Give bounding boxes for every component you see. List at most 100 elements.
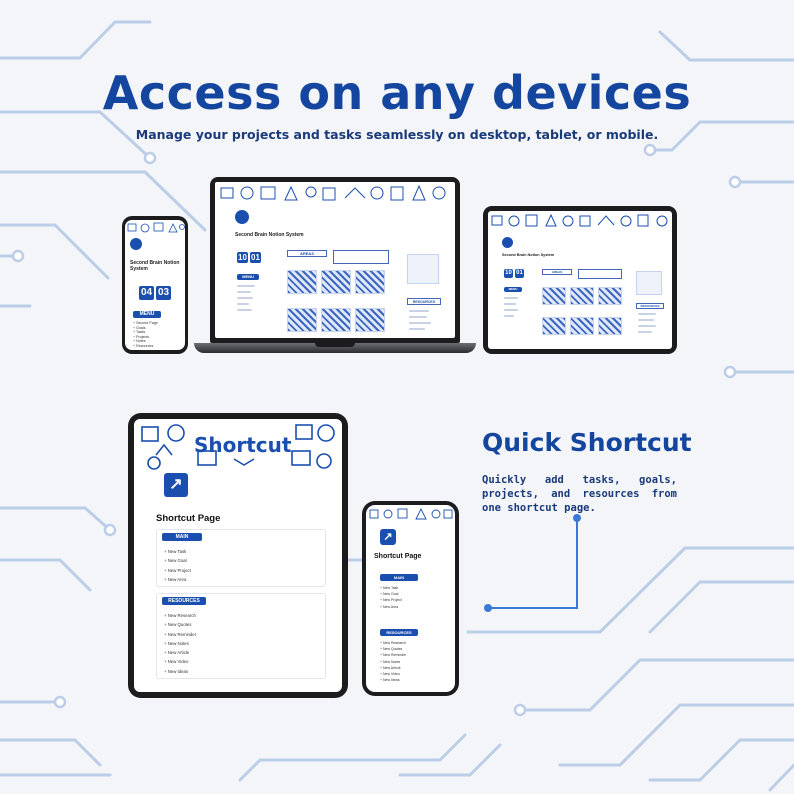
shortcut-new-article[interactable]: New Article (380, 665, 406, 671)
tablet-screen: Second Brain Notion System 10 01 MENU AR… (488, 211, 672, 349)
brain-avatar (502, 237, 513, 248)
doodle-banner (491, 213, 668, 227)
area-tile[interactable] (542, 317, 566, 335)
area-tile[interactable] (542, 287, 566, 305)
shortcut-new-research[interactable]: New Research (380, 640, 406, 646)
menu-item[interactable]: Goals (133, 326, 158, 331)
main-list: New Task New Goal New Project New Area (164, 547, 191, 584)
main-list: New Task New Goal New Project New Area (380, 585, 402, 610)
area-tile[interactable] (598, 287, 622, 305)
area-tile[interactable] (570, 287, 594, 305)
shortcut-new-area[interactable]: New Area (380, 604, 402, 610)
menu-item[interactable]: Tasks (133, 330, 158, 335)
clock-minutes: 01 (515, 269, 524, 278)
area-tile[interactable] (287, 308, 317, 332)
shortcut-new-research[interactable]: New Research (164, 611, 196, 620)
laptop-clock: 10 01 (237, 252, 261, 263)
calendar-widget (407, 254, 439, 284)
phone-device-shortcut: ↗ Shortcut Page MAIN New Task New Goal N… (362, 501, 459, 696)
shortcut-new-goal[interactable]: New Goal (164, 556, 191, 565)
menu-item[interactable]: Projects (133, 335, 158, 340)
resources-header: RESOURCES (380, 629, 418, 636)
shortcut-page-title: Shortcut Page (374, 553, 422, 560)
phone-clock: 04 03 (139, 286, 171, 300)
main-card (156, 529, 326, 587)
laptop-page-title: Second Brain Notion System (235, 232, 304, 238)
tablet-menu-button[interactable]: MENU (504, 287, 522, 292)
area-tile[interactable] (287, 270, 317, 294)
quick-shortcut-body: Quickly add tasks, goals, projects, and … (482, 474, 677, 514)
resources-list: New Research New Quotes New Reminder New… (164, 611, 196, 676)
laptop-notch (315, 343, 355, 347)
area-tile[interactable] (570, 317, 594, 335)
resources-header: RESOURCES (636, 303, 664, 309)
hero-subtitle: Manage your projects and tasks seamlessl… (135, 127, 659, 142)
laptop-menu-button[interactable]: MENU (237, 274, 259, 280)
area-tile[interactable] (321, 308, 351, 332)
tablet-device-shortcut: Shortcut ↗ Shortcut Page MAIN New Task N… (128, 413, 348, 698)
clock-hours: 10 (237, 252, 248, 263)
doodle-banner (369, 507, 453, 520)
menu-item[interactable]: Resources (133, 344, 158, 349)
shortcut-new-article[interactable]: New Article (164, 648, 196, 657)
shortcut-page-title: Shortcut Page (156, 513, 221, 524)
phone-menu-button[interactable]: MENU (133, 311, 161, 318)
resources-list: New Research New Quotes New Reminder New… (380, 640, 406, 683)
tablet-device-dashboard: Second Brain Notion System 10 01 MENU AR… (483, 206, 677, 354)
shortcut-new-notes[interactable]: New Notes (380, 659, 406, 665)
shortcut-arrow-icon: ↗ (380, 529, 396, 545)
area-tile[interactable] (598, 317, 622, 335)
area-tile[interactable] (321, 270, 351, 294)
laptop-device-dashboard: Second Brain Notion System 10 01 MENU AR… (210, 177, 460, 343)
shortcut-new-quotes[interactable]: New Quotes (164, 620, 196, 629)
doodle-banner (127, 222, 185, 233)
phone-shortcut-screen: ↗ Shortcut Page MAIN New Task New Goal N… (366, 505, 455, 692)
shortcut-new-project[interactable]: New Project (380, 597, 402, 603)
laptop-base (194, 343, 476, 353)
shortcut-arrow-icon: ↗ (164, 473, 188, 497)
laptop-screen: Second Brain Notion System 10 01 MENU AR… (215, 182, 455, 338)
resources-header: RESOURCES (407, 298, 441, 305)
doodle-banner (220, 184, 446, 201)
calendar-widget (636, 271, 662, 295)
shortcut-new-reminder[interactable]: New Reminder (164, 630, 196, 639)
areas-header: AREAS (542, 269, 572, 275)
main-header: MAIN (380, 574, 418, 581)
tablet-page-title: Second Brain Notion System (502, 253, 555, 257)
shortcut-new-quotes[interactable]: New Quotes (380, 646, 406, 652)
shortcut-new-video[interactable]: New Video (380, 671, 406, 677)
area-tile[interactable] (355, 308, 385, 332)
shortcut-new-task[interactable]: New Task (164, 547, 191, 556)
quick-shortcut-title: Quick Shortcut (482, 428, 692, 457)
tablet-clock: 10 01 (504, 269, 524, 278)
clock-minutes: 01 (250, 252, 261, 263)
shortcut-new-ideas[interactable]: New Ideas (164, 667, 196, 676)
clock-minutes: 03 (156, 286, 171, 300)
shortcut-new-video[interactable]: New Video (164, 657, 196, 666)
brain-avatar (130, 238, 142, 250)
clock-hours: 04 (139, 286, 154, 300)
menu-item[interactable]: Notes (133, 339, 158, 344)
shortcut-new-project[interactable]: New Project (164, 566, 191, 575)
shortcut-new-reminder[interactable]: New Reminder (380, 652, 406, 658)
menu-item[interactable]: Second Page (133, 321, 158, 326)
phone-menu-list: Second Page Goals Tasks Projects Notes R… (133, 321, 158, 349)
phone-page-title: Second Brain Notion System (130, 260, 180, 272)
resources-card (156, 593, 326, 679)
shortcut-new-ideas[interactable]: New Ideas (380, 677, 406, 683)
clock-hours: 10 (504, 269, 513, 278)
tablet-shortcut-screen: Shortcut ↗ Shortcut Page MAIN New Task N… (134, 419, 342, 692)
shortcut-new-task[interactable]: New Task (380, 585, 402, 591)
shortcut-new-goal[interactable]: New Goal (380, 591, 402, 597)
area-tile[interactable] (355, 270, 385, 294)
brain-avatar (235, 210, 249, 224)
shortcut-banner-word: Shortcut (194, 433, 292, 457)
info-callout (333, 250, 389, 264)
resources-header: RESOURCES (162, 597, 206, 605)
phone-device-dashboard: Second Brain Notion System 04 03 MENU Se… (122, 216, 188, 354)
shortcut-new-area[interactable]: New Area (164, 575, 191, 584)
shortcut-new-notes[interactable]: New Notes (164, 639, 196, 648)
info-callout (578, 269, 622, 279)
main-header: MAIN (162, 533, 202, 541)
